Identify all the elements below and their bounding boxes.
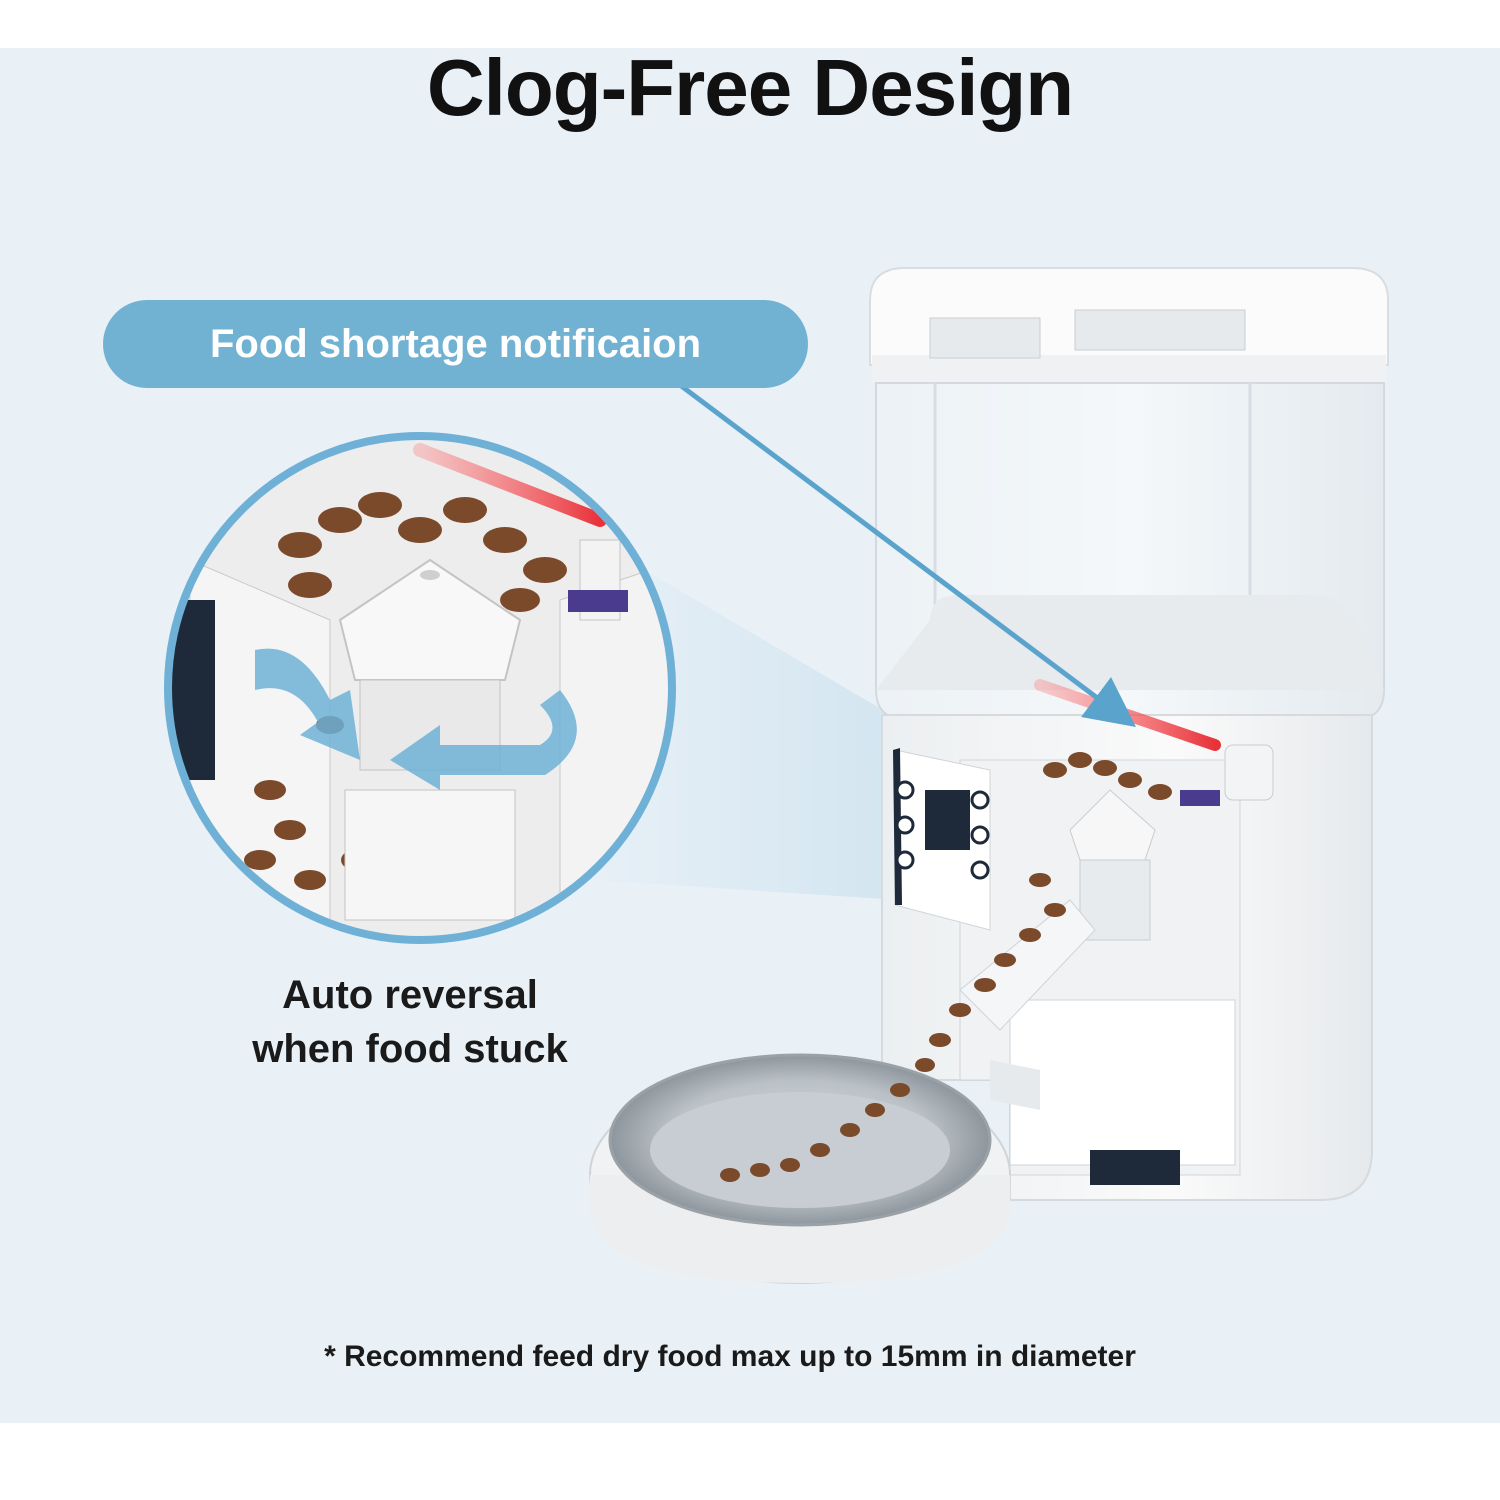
reverse-rotation-arrows-icon [255,648,577,790]
callout-badge: Food shortage notificaion [103,300,808,388]
food-bowl [589,1053,1011,1284]
zoom-detail-circle [164,432,676,944]
callout-pointer-arrow-icon [678,383,1136,727]
caption-line-1: Auto reversal [282,973,538,1017]
kibble-stream [720,752,1172,1182]
callout-label: Food shortage notificaion [209,322,702,366]
feature-caption: Auto reversal when food stuck [200,968,620,1076]
page-title: Clog-Free Design [426,43,1074,132]
footnote: * Recommend feed dry food max up to 15mm… [324,1340,1136,1373]
caption-line-2: when food stuck [252,1027,568,1071]
feeder-device [869,267,1389,1201]
circuit-board [1090,1150,1180,1185]
control-panel [893,748,991,931]
